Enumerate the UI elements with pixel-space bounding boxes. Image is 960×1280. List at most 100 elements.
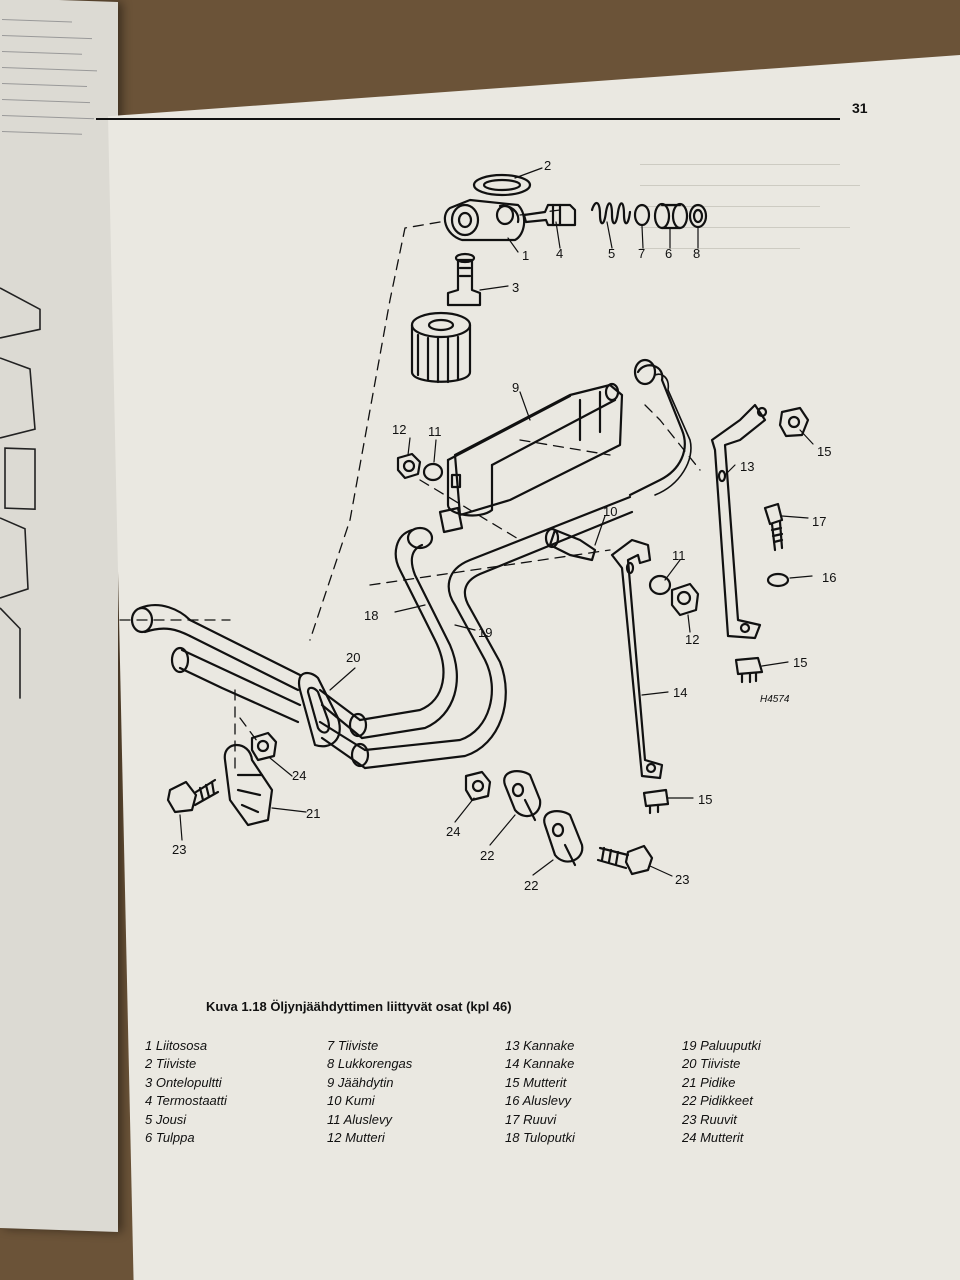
- part-17-screw: [763, 502, 784, 552]
- figure-caption: Kuva 1.18 Öljynjäähdyttimen liittyvät os…: [206, 999, 512, 1014]
- part-label-13: 13 Kannake: [505, 1038, 575, 1053]
- callout-23-right: 23: [675, 872, 689, 887]
- header-rule: [96, 118, 840, 120]
- part-12-nut-upper: [396, 452, 422, 480]
- part-9-cooler: [438, 382, 624, 534]
- callout-15-middle: 15: [793, 655, 807, 670]
- callout-22-upper: 22: [480, 848, 494, 863]
- part-15-nut-bottom: [642, 788, 670, 815]
- part-7-seal: [633, 203, 651, 227]
- part-label-12: 12 Mutteri: [327, 1130, 385, 1146]
- callout-1: 1: [522, 248, 529, 263]
- part-2-seal: [472, 173, 532, 197]
- callout-19: 19: [478, 625, 492, 640]
- callout-11-upper: 11: [428, 424, 442, 439]
- part-21-clamp: [223, 744, 274, 827]
- part-label-24: 24 Mutterit: [682, 1130, 744, 1146]
- part-label-17: 17 Ruuvi: [505, 1111, 557, 1127]
- part-label-4: 4 Termostaatti: [145, 1093, 227, 1109]
- main-pipe-pair: [130, 603, 370, 770]
- callout-15-top: 15: [817, 444, 831, 459]
- part-4-thermostat: [522, 203, 577, 227]
- callout-17: 17: [812, 514, 826, 529]
- page-sheet: [108, 55, 960, 1280]
- part-20-grommet: [297, 671, 341, 748]
- part-22-clip-lower: [543, 810, 584, 867]
- part-23-bolt-left: [166, 778, 220, 814]
- part-24-nut-lower: [464, 770, 492, 802]
- part-8-circlip: [688, 203, 708, 229]
- callout-21: 21: [306, 806, 320, 821]
- callout-10: 10: [603, 504, 617, 519]
- part-22-clip-upper: [503, 770, 542, 822]
- part-label-20: 20 Tiiviste: [682, 1056, 741, 1072]
- part-11-washer-right: [648, 574, 672, 596]
- oil-filter: [410, 311, 472, 384]
- part-label-5: 5 Jousi: [145, 1111, 187, 1127]
- leader-lines: [179, 167, 814, 877]
- callout-14: 14: [673, 685, 687, 700]
- part-3-banjo-bolt: [446, 252, 482, 307]
- callout-24-upper: 24: [292, 768, 306, 783]
- part-14-bracket: [610, 538, 664, 780]
- part-label-6: 6 Tulppa: [145, 1130, 195, 1146]
- parts-column-2: 7 Tiiviste 8 Lukkorengas 9 Jäähdytin 10 …: [327, 1037, 412, 1147]
- callout-labels: 1 2 3 4 5 7 6 8 9 10 11 12 11 12 13 14 1…: [172, 158, 836, 893]
- part-label-18: 18 Tuloputki: [505, 1130, 575, 1146]
- part-6-plug: [653, 202, 689, 230]
- part-label-19: 19 Paluuputki: [682, 1038, 761, 1053]
- part-18-inlet-pipe: [358, 526, 458, 740]
- callout-15-bottom: 15: [698, 792, 712, 807]
- part-24-nut-upper: [250, 731, 278, 762]
- callout-18: 18: [364, 608, 378, 623]
- callout-3: 3: [512, 280, 519, 295]
- parts-column-3: 13 Kannake 14 Kannake 15 Mutterit 16 Alu…: [505, 1037, 575, 1147]
- part-label-22: 22 Pidikkeet: [682, 1093, 753, 1109]
- part-label-3: 3 Ontelopultti: [145, 1074, 222, 1090]
- callout-9: 9: [512, 380, 519, 395]
- part-12-nut-right: [670, 582, 700, 617]
- callout-20: 20: [346, 650, 360, 665]
- part-label-7: 7 Tiiviste: [327, 1038, 379, 1053]
- callout-23-left: 23: [172, 842, 186, 857]
- part-label-1: 1 Liitososa: [145, 1038, 208, 1053]
- part-11-washer-upper: [422, 462, 444, 482]
- callout-2: 2: [544, 158, 551, 173]
- callout-6: 6: [665, 246, 672, 261]
- bleed-through-text: [640, 150, 870, 249]
- part-label-15: 15 Mutterit: [505, 1074, 567, 1090]
- callout-11-right: 11: [672, 548, 686, 563]
- callout-13: 13: [740, 459, 754, 474]
- callout-12-right: 12: [685, 632, 699, 647]
- callout-7: 7: [638, 246, 645, 261]
- part-5-spring: [590, 202, 632, 225]
- part-label-8: 8 Lukkorengas: [327, 1056, 413, 1072]
- part-label-14: 14 Kannake: [505, 1056, 575, 1072]
- figure-code: H4574: [760, 694, 790, 705]
- page-number: 31: [852, 100, 868, 116]
- return-pipe-upper: [628, 364, 686, 497]
- part-label-9: 9 Jäähdytin: [327, 1074, 394, 1090]
- assembly-lines: [119, 209, 701, 771]
- callout-22-lower: 22: [524, 878, 538, 893]
- callout-8: 8: [693, 246, 700, 261]
- part-label-16: 16 Aluslevy: [505, 1093, 571, 1109]
- callout-16: 16: [822, 570, 836, 585]
- part-16-washer: [766, 572, 790, 588]
- parts-column-1: 1 Liitososa 2 Tiiviste 3 Ontelopultti 4 …: [145, 1037, 227, 1147]
- previous-page: [0, 0, 118, 1233]
- part-label-2: 2 Tiiviste: [145, 1056, 197, 1072]
- parts-column-4: 19 Paluuputki 20 Tiiviste 21 Pidike 22 P…: [682, 1037, 761, 1147]
- callout-4: 4: [556, 246, 563, 261]
- part-label-11: 11 Aluslevy: [327, 1111, 393, 1127]
- previous-page-figure: [0, 287, 41, 699]
- part-15-nut-top: [778, 406, 810, 438]
- part-label-23: 23 Ruuvit: [682, 1111, 737, 1127]
- callout-12-upper: 12: [392, 422, 406, 437]
- part-19-return-pipe: [363, 495, 634, 770]
- part-23-bolt-right: [596, 844, 654, 876]
- callout-24-lower: 24: [446, 824, 460, 839]
- part-13-bracket: [710, 403, 768, 640]
- part-label-10: 10 Kumi: [327, 1093, 375, 1109]
- callout-5: 5: [608, 246, 615, 261]
